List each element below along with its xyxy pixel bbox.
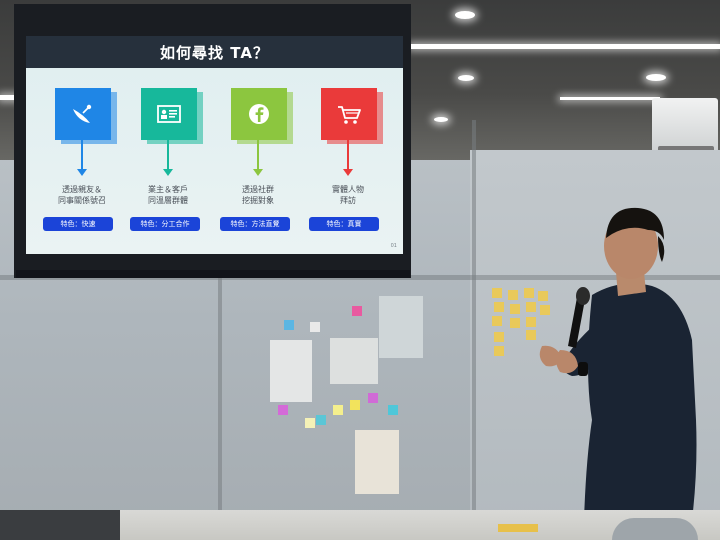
method-description: 實體人物 拜訪 bbox=[332, 185, 364, 205]
cup bbox=[612, 518, 698, 540]
wall-paper bbox=[355, 430, 399, 494]
sticky-note bbox=[510, 318, 520, 328]
sticky-note bbox=[492, 316, 502, 326]
sticky-note bbox=[526, 317, 536, 327]
shopping-cart-icon bbox=[321, 88, 377, 140]
facebook-icon bbox=[231, 88, 287, 140]
presentation-slide: 如何尋找 TA？ bbox=[26, 36, 403, 254]
sticky-note bbox=[284, 320, 294, 330]
sticky-note bbox=[494, 302, 504, 312]
sticky-note bbox=[524, 288, 534, 298]
glass-mullion bbox=[218, 120, 222, 520]
sticky-note-pad bbox=[498, 524, 538, 532]
ceiling-light bbox=[646, 74, 666, 81]
sticky-note bbox=[388, 405, 398, 415]
method-card-social bbox=[231, 88, 293, 176]
satellite-dish-icon bbox=[55, 88, 111, 140]
feature-badge: 特色：真實 bbox=[309, 217, 379, 231]
conference-table bbox=[0, 510, 720, 540]
ceiling-light bbox=[434, 117, 448, 122]
sticky-note bbox=[526, 302, 536, 312]
slide-title: 如何尋找 TA？ bbox=[160, 43, 269, 62]
sticky-note bbox=[494, 332, 504, 342]
sticky-note bbox=[538, 291, 548, 301]
wall-paper bbox=[270, 340, 312, 402]
method-card-visit bbox=[321, 88, 383, 176]
sticky-note bbox=[305, 418, 315, 428]
ceiling-light-strip bbox=[0, 95, 24, 100]
presenter bbox=[539, 207, 697, 520]
glass-mullion bbox=[472, 120, 476, 520]
feature-badge: 特色：快速 bbox=[43, 217, 113, 231]
wall-paper bbox=[379, 296, 423, 358]
feature-badge: 特色：分工合作 bbox=[130, 217, 200, 231]
method-card-clients bbox=[141, 88, 203, 176]
sticky-note bbox=[368, 393, 378, 403]
chair bbox=[0, 510, 120, 540]
ceiling-light-strip bbox=[410, 44, 720, 49]
wall-paper bbox=[330, 338, 378, 384]
ceiling-light bbox=[455, 11, 475, 19]
ceiling-light-strip bbox=[560, 97, 660, 100]
method-description: 業主＆客戶 同溫層群體 bbox=[148, 185, 188, 205]
sticky-note bbox=[540, 305, 550, 315]
sticky-note bbox=[352, 306, 362, 316]
sticky-note bbox=[494, 346, 504, 356]
sticky-note bbox=[310, 322, 320, 332]
sticky-note bbox=[526, 330, 536, 340]
method-description: 透過親友＆ 同事關係號召 bbox=[58, 185, 106, 205]
id-card-icon bbox=[141, 88, 197, 140]
projector-screen-bar bbox=[16, 270, 410, 278]
sticky-note bbox=[510, 304, 520, 314]
slide-title-bar: 如何尋找 TA？ bbox=[26, 36, 403, 68]
sticky-note bbox=[316, 415, 326, 425]
ceiling-light bbox=[458, 75, 474, 81]
sticky-note bbox=[278, 405, 288, 415]
feature-badge: 特色：方法直覺 bbox=[220, 217, 290, 231]
sticky-note-cluster bbox=[490, 288, 550, 368]
sticky-note bbox=[350, 400, 360, 410]
slide-page-number: 01 bbox=[390, 243, 397, 249]
sticky-note bbox=[333, 405, 343, 415]
sticky-note bbox=[492, 288, 502, 298]
method-description: 透過社群 挖掘對象 bbox=[242, 185, 274, 205]
sticky-note bbox=[508, 290, 518, 300]
method-card-friends bbox=[55, 88, 117, 176]
